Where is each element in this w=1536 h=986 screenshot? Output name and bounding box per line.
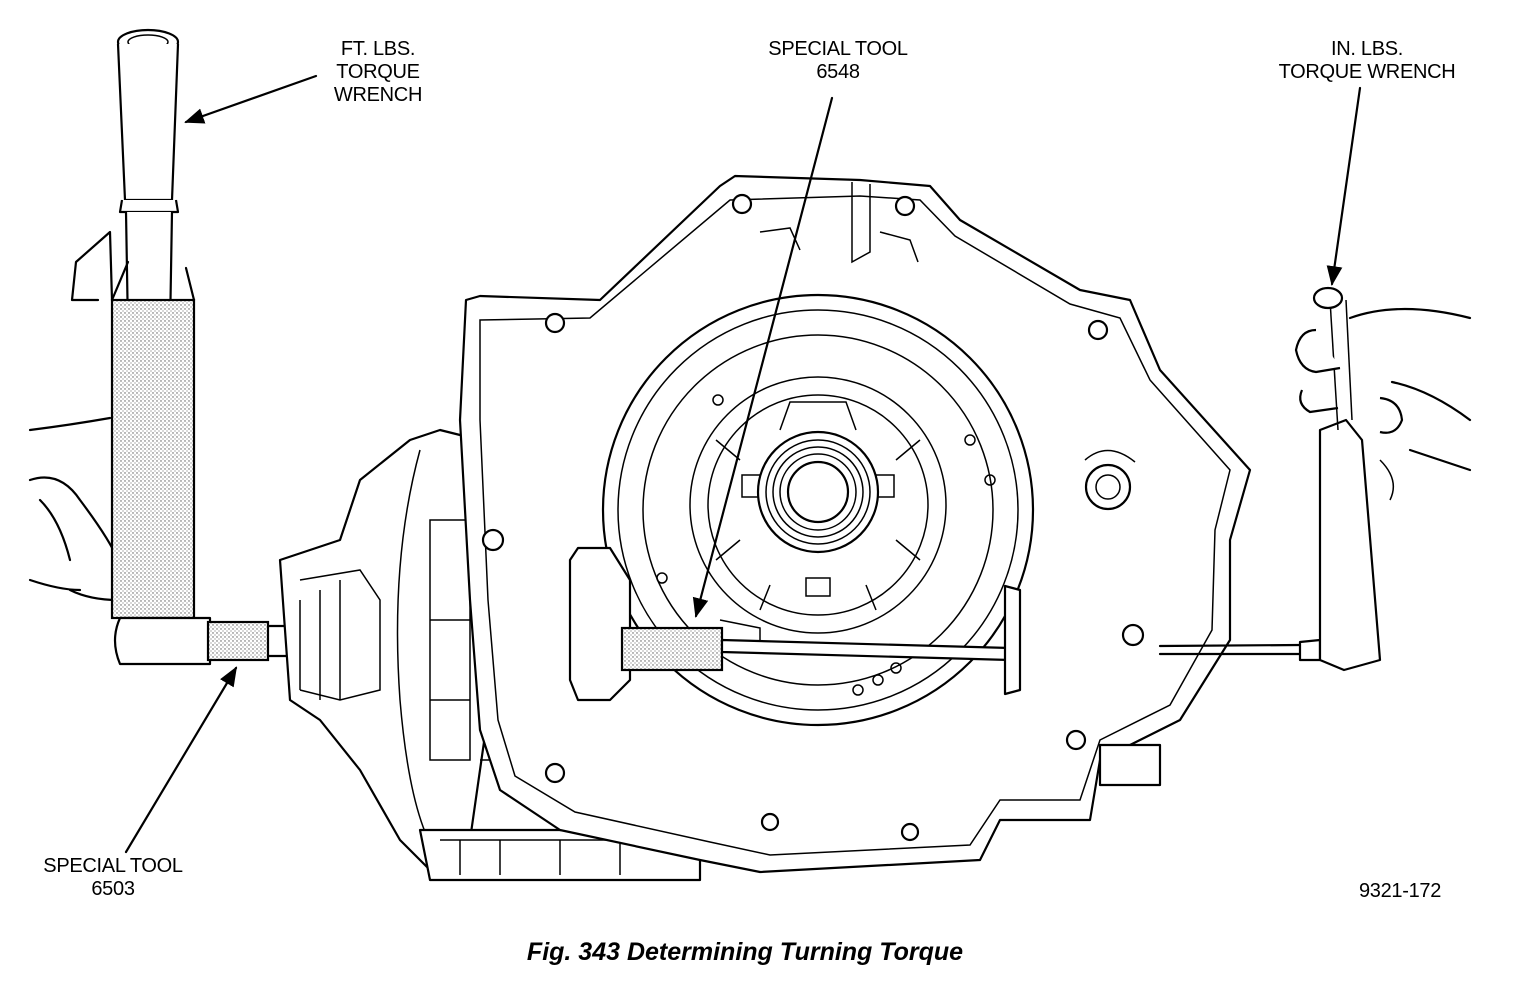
tool-6503-label-line-2: 6503 xyxy=(91,878,135,900)
in-lbs-label-line-2: TORQUE WRENCH xyxy=(1278,61,1456,83)
callout-arrows xyxy=(124,74,1362,854)
ft-lbs-torque-wrench xyxy=(70,28,302,666)
left-hand xyxy=(28,416,120,602)
in-lbs-torque-wrench-label: IN. LBS. TORQUE WRENCH xyxy=(1262,38,1472,84)
tool-6548-label-line-1: SPECIAL TOOL xyxy=(768,38,908,60)
special-tool-6548-label: SPECIAL TOOL 6548 xyxy=(748,38,928,84)
tool-6503-label-line-1: SPECIAL TOOL xyxy=(43,855,183,877)
right-hand xyxy=(1294,307,1472,501)
special-tool-6548 xyxy=(568,546,1022,702)
figure-number: 9321-172 xyxy=(1358,880,1442,902)
ft-lbs-label-line-3: WRENCH xyxy=(333,84,423,106)
special-tool-6503-label: SPECIAL TOOL 6503 xyxy=(28,855,198,901)
tool-6548-label-line-2: 6548 xyxy=(816,61,860,83)
figure-caption: Fig. 343 Determining Turning Torque xyxy=(526,938,964,966)
ft-lbs-label-line-1: FT. LBS. xyxy=(340,38,416,60)
ft-lbs-torque-wrench-label: FT. LBS. TORQUE WRENCH xyxy=(318,38,438,107)
pump-and-clutch-assembly xyxy=(601,293,1035,727)
ft-lbs-label-line-2: TORQUE xyxy=(336,61,420,83)
in-lbs-label-line-1: IN. LBS. xyxy=(1330,38,1404,60)
